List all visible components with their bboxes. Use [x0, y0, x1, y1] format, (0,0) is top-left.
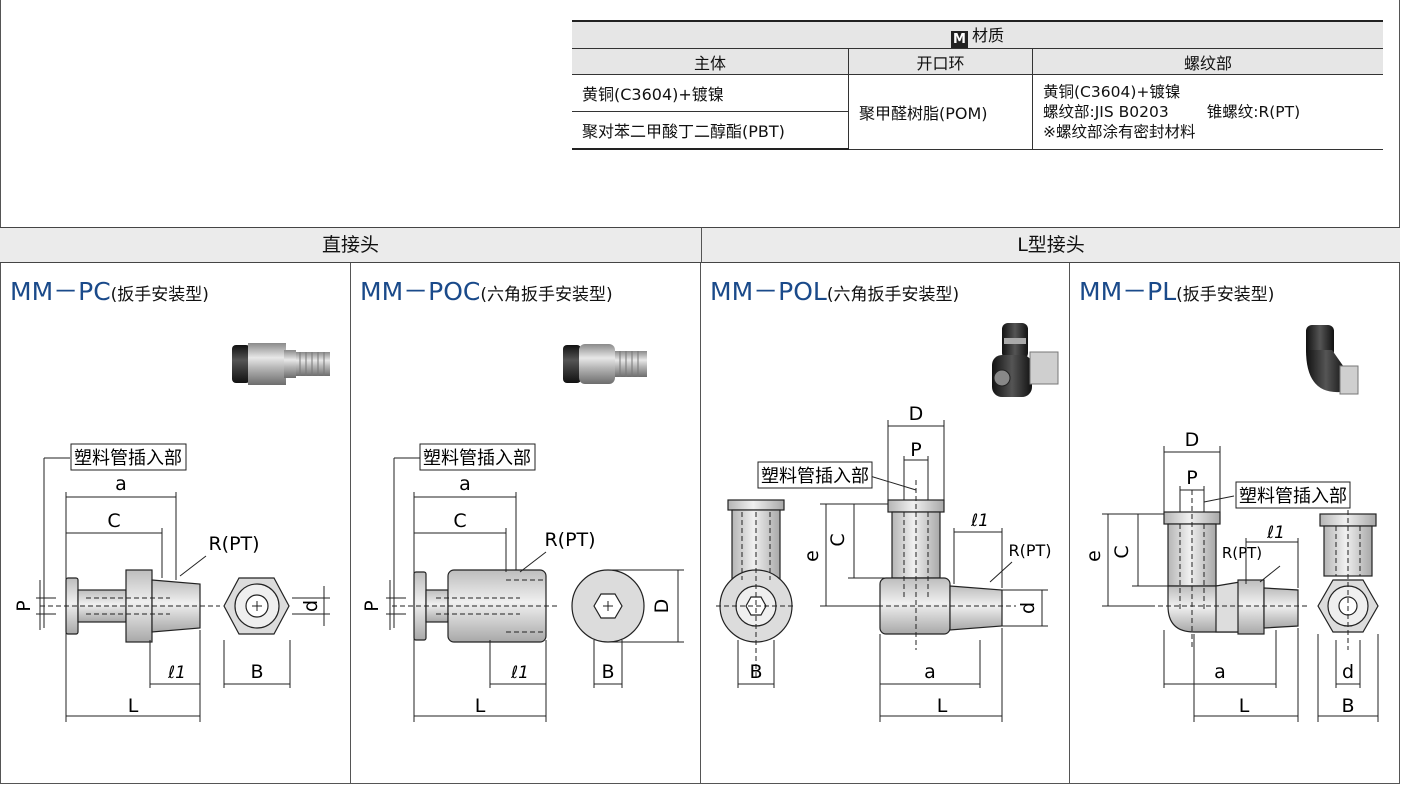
svg-text:C: C: [827, 533, 849, 546]
body-row-1: 黄铜(C3604)+镀镍: [572, 74, 849, 112]
product-photo: [232, 343, 330, 385]
section-straight: 直接头: [0, 227, 701, 263]
drawing-pol: 塑料管插入部 D P ℓ1 R(PT) a L B e C d: [716, 323, 1059, 722]
svg-text:ℓ1: ℓ1: [970, 511, 989, 531]
svg-text:d: d: [1017, 602, 1039, 614]
svg-text:塑料管插入部: 塑料管插入部: [423, 448, 531, 469]
dim-l1: ℓ1: [167, 663, 186, 683]
svg-text:P: P: [1186, 467, 1197, 489]
svg-text:塑料管插入部: 塑料管插入部: [761, 466, 869, 487]
svg-text:a: a: [1214, 661, 1226, 683]
product-photo: [992, 323, 1059, 397]
ring-material: 聚甲醛树脂(POM): [848, 74, 1033, 150]
product-title-poc: MM－POC(六角扳手安装型): [360, 277, 613, 306]
product-photo: [1306, 325, 1359, 395]
svg-text:e: e: [801, 550, 823, 562]
svg-text:R(PT): R(PT): [1008, 541, 1051, 560]
svg-text:e: e: [1083, 550, 1105, 562]
product-title-pol: MM－POL(六角扳手安装型): [710, 277, 960, 306]
material-badge-icon: M: [950, 31, 968, 48]
svg-text:L: L: [1239, 695, 1250, 717]
dim-p: P: [13, 600, 35, 611]
svg-text:P: P: [361, 600, 383, 611]
dim-l: L: [128, 695, 139, 717]
svg-text:d: d: [1342, 661, 1354, 683]
dim-d: d: [300, 600, 322, 612]
dim-c: C: [107, 510, 120, 532]
svg-text:R(PT): R(PT): [544, 529, 595, 551]
svg-text:a: a: [459, 473, 471, 495]
svg-text:a: a: [924, 661, 936, 683]
divider: [350, 263, 351, 784]
svg-text:ℓ1: ℓ1: [1266, 523, 1285, 543]
svg-text:D: D: [651, 599, 673, 614]
svg-text:ℓ1: ℓ1: [510, 663, 529, 683]
dim-a: a: [115, 473, 127, 495]
product-title-pl: MM－PL(扳手安装型): [1079, 277, 1275, 306]
svg-text:B: B: [1341, 695, 1354, 717]
svg-text:C: C: [1111, 545, 1133, 558]
svg-text:P: P: [910, 439, 921, 461]
section-elbow: L型接头: [701, 227, 1400, 263]
dim-b: B: [250, 661, 263, 683]
divider: [700, 263, 701, 784]
svg-text:D: D: [1185, 429, 1200, 451]
svg-text:塑料管插入部: 塑料管插入部: [1239, 486, 1347, 507]
body-row-2: 聚对苯二甲酸丁二醇酯(PBT): [572, 111, 849, 150]
svg-text:L: L: [475, 695, 486, 717]
insert-label: 塑料管插入部: [74, 448, 182, 469]
header-body: 主体: [572, 48, 849, 75]
svg-text:L: L: [937, 695, 948, 717]
svg-text:R(PT): R(PT): [1222, 544, 1262, 562]
product-photo: [563, 344, 647, 384]
svg-text:B: B: [601, 661, 614, 683]
drawing-pc: 塑料管插入部 a C R(PT) L ℓ1 B P d: [13, 343, 330, 722]
drawing-poc: 塑料管插入部 a C R(PT) L ℓ1 B P D: [361, 344, 684, 722]
product-title-pc: MM－PC(扳手安装型): [10, 277, 209, 306]
thread-label: R(PT): [208, 533, 259, 555]
svg-text:D: D: [909, 403, 924, 425]
drawing-pl: 塑料管插入部 D P ℓ1 R(PT) a L d B e C: [1083, 325, 1379, 722]
divider: [1069, 263, 1070, 784]
svg-text:B: B: [749, 661, 762, 683]
svg-text:C: C: [453, 510, 466, 532]
header-thread: 螺纹部: [1032, 48, 1383, 75]
header-ring: 开口环: [848, 48, 1033, 75]
